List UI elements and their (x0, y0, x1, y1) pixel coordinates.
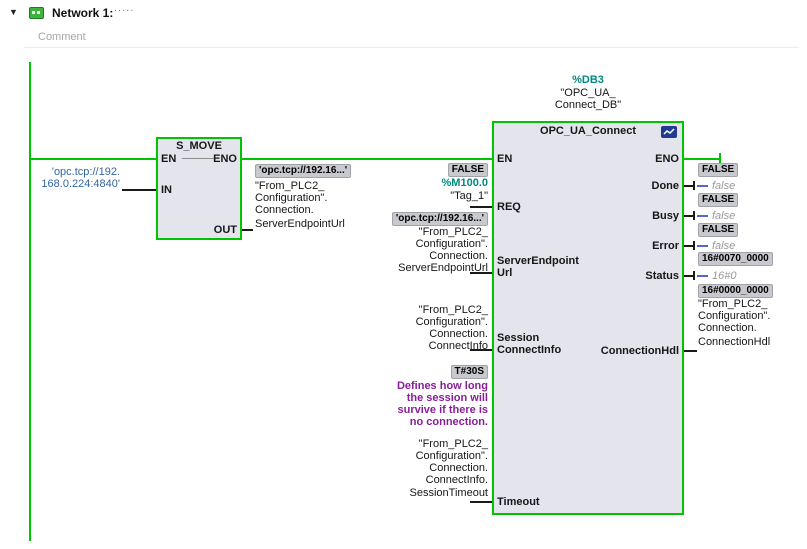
smove-in-operand-line[interactable]: 'opc.tcp://192. (51, 166, 120, 178)
session-operand-line[interactable]: "From_PLC2_ (418, 304, 488, 316)
pin-busy: Busy (652, 210, 679, 222)
network-comment-field[interactable]: Comment (24, 27, 799, 48)
timeout-tag-comment-line: survive if there is (397, 404, 489, 416)
opc-db-address[interactable]: %DB3 (572, 74, 604, 86)
left-power-rail (29, 62, 31, 541)
hdl-monitor-chip: 16#0000_0000 (698, 284, 773, 298)
s-move-block[interactable]: S_MOVE EN ENO IN OUT (156, 137, 242, 240)
en-eno-link-line (182, 158, 214, 159)
pin-done: Done (651, 180, 680, 192)
opc-db-name-line[interactable]: "OPC_UA_ (560, 87, 616, 99)
wire-rail-to-smove-en (29, 158, 156, 160)
hdl-operand-line[interactable]: ConnectionHdl (698, 336, 771, 348)
opc-block-title: OPC_UA_Connect (540, 125, 636, 137)
comment-placeholder: Comment (38, 31, 86, 43)
timeout-operand-line[interactable]: Configuration". (415, 450, 488, 462)
url-operand-line[interactable]: "From_PLC2_ (418, 226, 488, 238)
url-operand-line[interactable]: ServerEndpointUrl (398, 262, 488, 274)
pin-req: REQ (497, 201, 521, 213)
block-call-icon[interactable] (661, 126, 677, 138)
wire-connectionhdl (684, 350, 697, 352)
pin-in: IN (161, 184, 172, 196)
req-address[interactable]: %M100.0 (441, 177, 488, 189)
smove-out-operand-line[interactable]: "From_PLC2_ (255, 180, 325, 192)
hdl-operand-line[interactable]: "From_PLC2_ (698, 298, 768, 310)
smove-out-operand-line[interactable]: Connection. (255, 204, 314, 216)
url-monitor-chip: 'opc.tcp://192.16...' (391, 212, 488, 226)
network-title-dots: ..... (114, 2, 135, 14)
wire-done (684, 185, 694, 187)
pin-session: Session (497, 332, 540, 344)
pin-eno: ENO (213, 153, 237, 165)
pin-en: EN (161, 153, 177, 165)
url-operand-line[interactable]: Configuration". (415, 238, 488, 250)
timeout-operand-line[interactable]: "From_PLC2_ (418, 438, 488, 450)
wire-status-dash (697, 275, 708, 277)
done-monitor-chip: FALSE (698, 163, 739, 177)
timeout-tag-comment-line: no connection. (409, 416, 488, 428)
req-tag[interactable]: "Tag_1" (450, 190, 488, 202)
pin-out: OUT (213, 224, 237, 236)
pin-en: EN (497, 153, 513, 165)
wire-eno (684, 158, 721, 160)
wire-done-dash (697, 185, 708, 187)
timeout-operand-line[interactable]: SessionTimeout (409, 487, 488, 499)
wire-smove-eno-to-opc-en (242, 158, 492, 160)
network-icon (29, 7, 44, 19)
wire-smove-in (122, 189, 156, 191)
wire-timeout (470, 501, 492, 503)
timeout-operand-line[interactable]: ConnectInfo. (425, 474, 488, 486)
wire-error-tick (693, 241, 695, 250)
wire-serverendpointurl (470, 272, 492, 274)
error-monitor-chip: FALSE (698, 223, 739, 237)
pin-connectionhdl: ConnectionHdl (600, 345, 679, 357)
error-value: false (712, 240, 736, 252)
wire-req (470, 206, 492, 208)
smove-in-operand-line[interactable]: 168.0.224:4840' (41, 178, 120, 190)
s-move-title: S_MOVE (176, 140, 222, 152)
session-operand-line[interactable]: Configuration". (415, 316, 488, 328)
network-title: Network 1: (52, 6, 114, 20)
status-monitor-chip: 16#0070_0000 (698, 252, 773, 266)
pin-serverendpoint: ServerEndpoint (497, 255, 579, 267)
wire-status (684, 275, 694, 277)
hdl-operand-line[interactable]: Configuration". (698, 310, 771, 322)
url-operand-line[interactable]: Connection. (429, 250, 488, 262)
network-header[interactable]: ▼ Network 1: ..... (0, 0, 807, 26)
timeout-tag-comment-line: the session will (406, 392, 488, 404)
hdl-operand-line[interactable]: Connection. (698, 322, 757, 334)
wire-busy-tick (693, 211, 695, 220)
wire-done-tick (693, 181, 695, 190)
pin-error: Error (652, 240, 679, 252)
opc-ua-connect-block[interactable]: OPC_UA_Connect EN ENO REQ ServerEndpoint… (492, 121, 684, 515)
wire-status-tick (693, 271, 695, 280)
wire-smove-out (242, 229, 253, 231)
pin-timeout: Timeout (497, 496, 540, 508)
wire-busy (684, 215, 694, 217)
pin-eno: ENO (655, 153, 679, 165)
wire-eno-end-tick (719, 153, 721, 164)
pin-connectinfo: ConnectInfo (497, 344, 562, 356)
req-monitor-chip: FALSE (447, 163, 488, 177)
busy-monitor-chip: FALSE (698, 193, 739, 207)
session-operand-line[interactable]: Connection. (429, 328, 488, 340)
wire-error-dash (697, 245, 708, 247)
timeout-operand-line[interactable]: Connection. (429, 462, 488, 474)
opc-db-name-line[interactable]: Connect_DB" (554, 99, 622, 111)
status-value: 16#0 (712, 270, 737, 282)
busy-value: false (712, 210, 736, 222)
timeout-monitor-chip: T#30S (450, 365, 488, 379)
smove-out-operand-line[interactable]: ServerEndpointUrl (255, 218, 345, 230)
timeout-tag-comment-line: Defines how long (396, 380, 488, 392)
collapse-triangle-icon[interactable]: ▼ (9, 7, 18, 17)
done-value: false (712, 180, 736, 192)
smove-out-operand-line[interactable]: Configuration". (255, 192, 328, 204)
wire-busy-dash (697, 215, 708, 217)
pin-serverendpoint-url: Url (497, 267, 513, 279)
wire-sessionconnectinfo (470, 349, 492, 351)
wire-error (684, 245, 694, 247)
smove-out-monitor-chip: 'opc.tcp://192.16...' (255, 164, 352, 178)
pin-status: Status (645, 270, 679, 282)
